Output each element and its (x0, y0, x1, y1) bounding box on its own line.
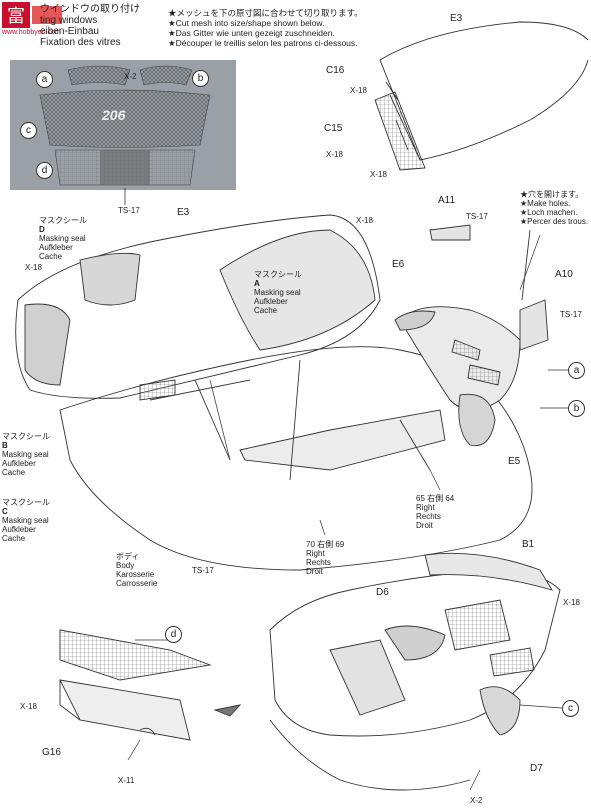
part-e6: E6 (392, 259, 405, 270)
grille-part-g16 (59, 629, 242, 741)
part-x18-c: X-18 (370, 170, 387, 179)
callout-c: c (562, 700, 579, 717)
part-c16: C16 (326, 65, 345, 76)
mesh-ts17: TS-17 (118, 206, 140, 215)
part-ts17-c: TS-17 (192, 566, 214, 575)
hobby-logo: 富 www.hobbyen.com (2, 2, 68, 36)
masking-seal-a: マスクシール A Masking seal Aufkleber Cache (254, 270, 302, 315)
part-ts17-b: TS-17 (560, 310, 582, 319)
body-label: ボディ Body Karosserie Carrosserie (116, 552, 158, 588)
masking-seal-d: マスクシール D Masking seal Aufkleber Cache (39, 216, 87, 261)
part-d7: D7 (530, 763, 543, 774)
holes-note: ★穴を開けます。 ★Make holes. ★Loch machen. ★Per… (520, 190, 589, 226)
model-logo: 206 (102, 107, 126, 123)
part-g16: G16 (42, 747, 61, 758)
bumper-assembly (269, 552, 561, 791)
part-x2: X-2 (470, 796, 483, 805)
part-d6: D6 (376, 587, 389, 598)
logo-glyph: 富 (7, 6, 25, 27)
masking-seal-c: マスクシール C Masking seal Aufkleber Cache (2, 498, 50, 543)
part-ts17-a: TS-17 (466, 212, 488, 221)
mesh-x2: X-2 (124, 72, 137, 81)
part-x18-f: X-18 (563, 598, 580, 607)
car-body (15, 214, 549, 571)
masking-seal-b: マスクシール B Masking seal Aufkleber Cache (2, 432, 50, 477)
section-title: ウインドウの取り付け ting windows eiben-Einbau Fix… (40, 4, 140, 48)
logo-graphic: 富 (2, 2, 62, 28)
part-a10: A10 (555, 269, 573, 280)
part-x18-g: X-18 (20, 702, 37, 711)
part-x18-a: X-18 (350, 86, 367, 95)
mesh-instructions: ★メッシュを下の原寸図に合わせて切り取ります。 ★Cut mesh into s… (168, 8, 363, 48)
logo-site: www.hobbyen.com (2, 29, 61, 36)
hood-detail (374, 21, 589, 171)
right-side-70-69: 70 右側 69 Right Rechts Droit (306, 540, 345, 576)
part-a11: A11 (438, 195, 456, 206)
callout-b: b (568, 400, 585, 417)
mesh-label-d: d (36, 162, 53, 179)
part-e3-top: E3 (450, 13, 463, 24)
part-c15: C15 (324, 123, 343, 134)
part-x11: X-11 (118, 776, 135, 785)
part-x18-e: X-18 (25, 263, 42, 272)
part-b1: B1 (522, 539, 535, 550)
leader-lines (127, 234, 570, 791)
part-x18-b: X-18 (326, 150, 343, 159)
callout-d: d (165, 626, 182, 643)
part-e5: E5 (508, 456, 521, 467)
part-e3-mid: E3 (177, 207, 190, 218)
mesh-label-b: b (192, 70, 209, 87)
callout-a: a (568, 362, 585, 379)
mesh-label-c: c (20, 122, 37, 139)
mesh-label-a: a (36, 71, 53, 88)
part-x18-d: X-18 (356, 216, 373, 225)
right-side-65-64: 65 右側 64 Right Rechts Droit (416, 494, 455, 530)
